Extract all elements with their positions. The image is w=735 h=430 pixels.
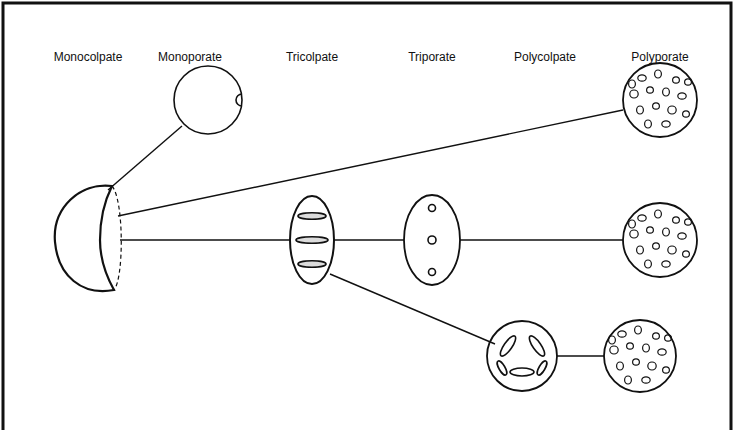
- monocolpate-grain: [55, 186, 121, 291]
- pore: [647, 87, 654, 93]
- pore: [663, 367, 670, 373]
- pore: [668, 106, 676, 114]
- pore: [658, 349, 666, 355]
- column-heading: Triporate: [408, 50, 456, 64]
- pore: [647, 227, 654, 233]
- pore: [625, 376, 632, 384]
- pore: [668, 246, 676, 254]
- pore: [629, 80, 636, 88]
- pore: [678, 93, 686, 99]
- pore: [630, 90, 638, 98]
- monoporate-grain: [174, 66, 242, 134]
- pore: [662, 121, 670, 127]
- pore: [662, 261, 670, 267]
- column-heading: Polyporate: [631, 50, 688, 64]
- pore: [609, 336, 616, 344]
- polyporate-grain: [623, 63, 697, 137]
- pore: [637, 106, 644, 114]
- pore: [665, 335, 672, 341]
- pore: [618, 331, 626, 337]
- pore: [645, 120, 652, 128]
- frame: [3, 3, 731, 430]
- pore: [635, 326, 642, 334]
- tricolpate-grain: [290, 196, 334, 284]
- pore: [685, 79, 692, 85]
- pore: [629, 220, 636, 228]
- pore: [653, 243, 660, 249]
- column-heading: Monoporate: [158, 50, 222, 64]
- pore: [678, 233, 686, 239]
- pore: [673, 217, 680, 223]
- pore: [663, 228, 670, 236]
- pore: [630, 230, 638, 238]
- pore: [638, 75, 646, 81]
- pore: [627, 343, 634, 349]
- pore: [648, 362, 656, 370]
- pore: [655, 210, 662, 218]
- column-heading: Monocolpate: [54, 50, 123, 64]
- polyporate-grain: [623, 203, 697, 277]
- pore: [683, 111, 690, 117]
- relation-lines: [108, 110, 623, 356]
- pore: [655, 70, 662, 78]
- pore: [653, 103, 660, 109]
- pore: [645, 260, 652, 268]
- polyporate-grain: [604, 320, 676, 392]
- column-heading: Polycolpate: [514, 50, 576, 64]
- pore: [643, 344, 650, 352]
- column-heading: Tricolpate: [286, 50, 338, 64]
- pore: [610, 346, 618, 354]
- pore: [637, 246, 644, 254]
- pore: [685, 219, 692, 225]
- pore: [633, 359, 640, 365]
- pore: [673, 77, 680, 83]
- pore: [617, 362, 624, 370]
- pore: [683, 251, 690, 257]
- triporate-grain: [404, 195, 460, 285]
- pore: [663, 88, 670, 96]
- pore: [638, 215, 646, 221]
- pore: [653, 333, 660, 339]
- pore: [642, 377, 650, 383]
- polycolpate-grain: [487, 321, 557, 391]
